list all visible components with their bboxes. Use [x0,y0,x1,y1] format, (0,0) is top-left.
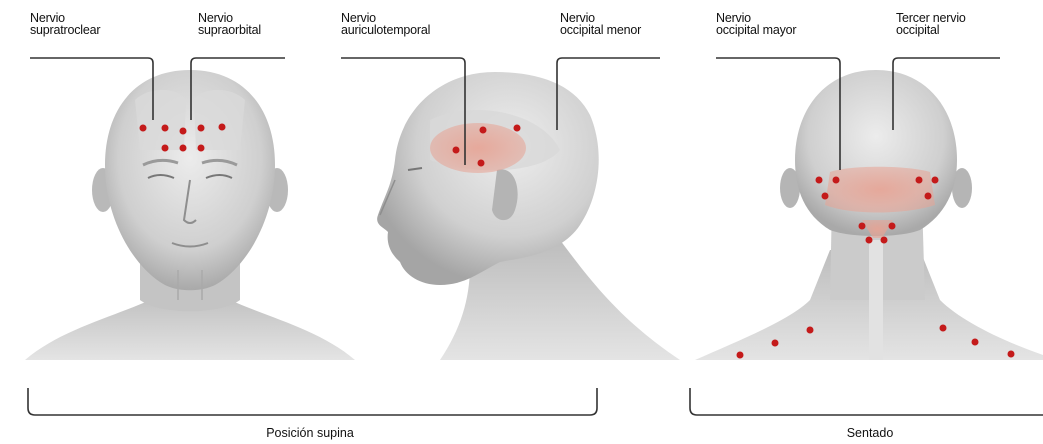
injection-point [453,147,460,154]
head-back-view [695,70,1043,360]
injection-point [866,237,873,244]
injection-point [198,145,205,152]
injection-point [514,125,521,132]
injection-point [807,327,814,334]
injection-point [940,325,947,332]
injection-point [480,127,487,134]
group-label-supine: Posición supina [230,426,390,440]
head-front-view [25,70,355,360]
injection-point [772,340,779,347]
injection-point [881,237,888,244]
injection-point [1008,351,1015,358]
bracket-seated [690,388,1043,415]
head-side-view [377,72,680,360]
injection-point [859,223,866,230]
group-label-seated: Sentado [810,426,930,440]
injection-point [478,160,485,167]
injection-point [816,177,823,184]
occipital-zone [825,167,935,213]
injection-point [916,177,923,184]
injection-point [198,125,205,132]
injection-point [833,177,840,184]
injection-point [162,125,169,132]
injection-point [889,223,896,230]
auriculotemporal-zone [430,123,526,173]
injection-point [180,128,187,135]
injection-point [972,339,979,346]
bracket-supine [28,388,597,415]
injection-point [219,124,226,131]
injection-point [925,193,932,200]
injection-point [932,177,939,184]
injection-point [140,125,147,132]
injection-point [737,352,744,359]
injection-point [162,145,169,152]
injection-point [180,145,187,152]
injection-point [822,193,829,200]
